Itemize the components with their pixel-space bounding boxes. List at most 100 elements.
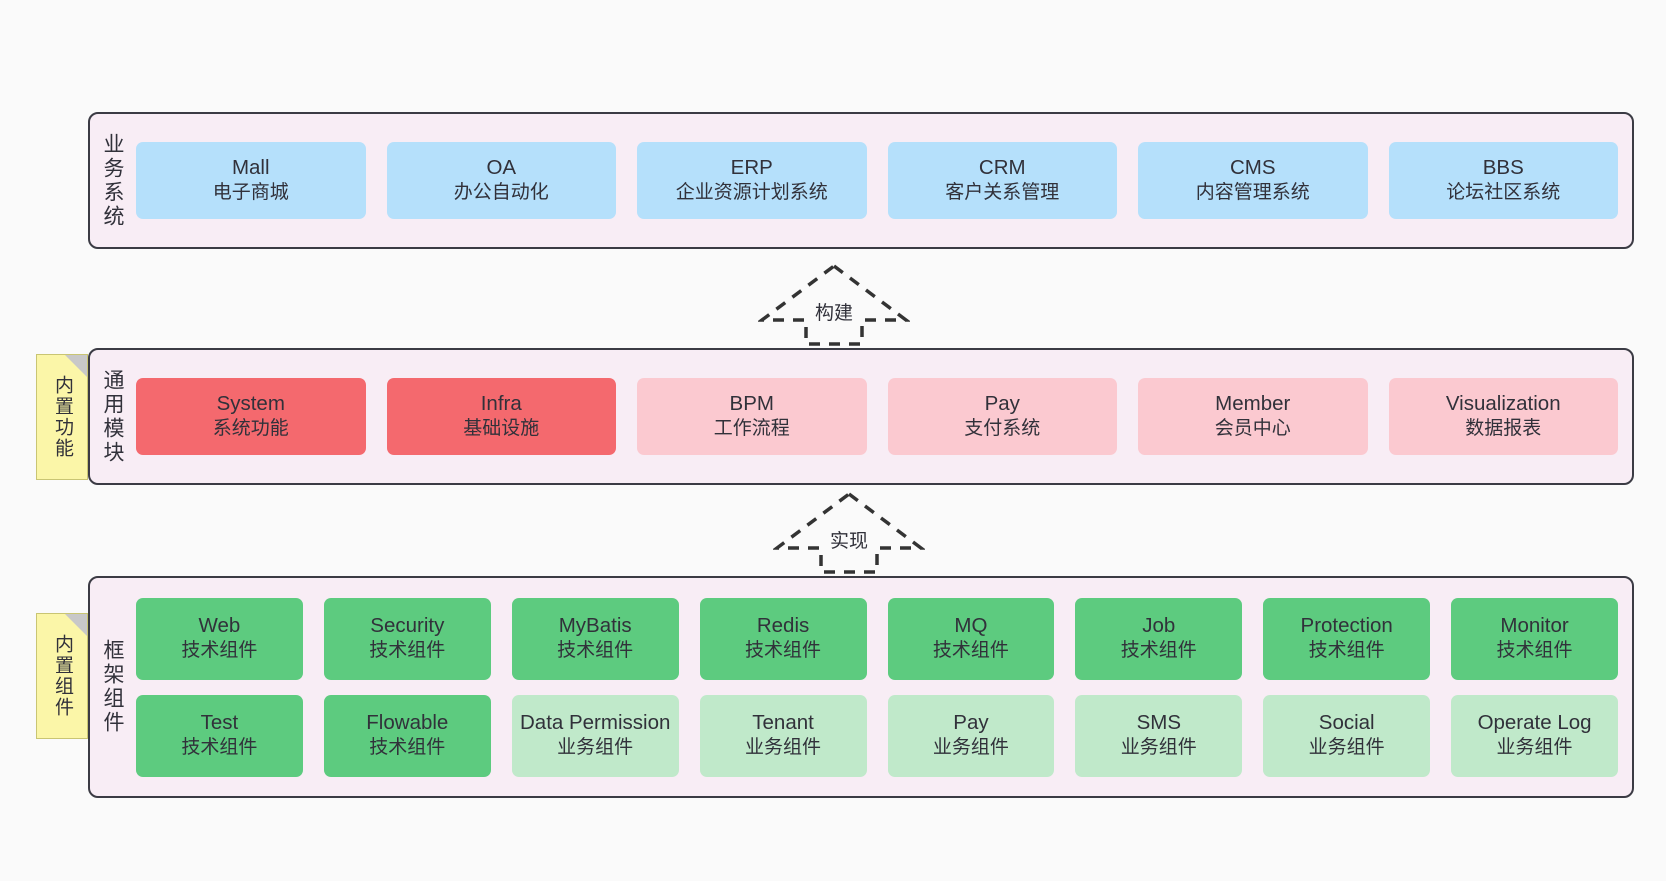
card-title-cn: 支付系统 [964, 418, 1041, 440]
card-title-en: Web [198, 614, 241, 638]
card-bpm[interactable]: BPM 工作流程 [637, 378, 867, 455]
card-member[interactable]: Member 会员中心 [1138, 378, 1368, 455]
note-builtin-function: 内置功能 [36, 354, 88, 480]
card-row: System 系统功能 Infra 基础设施 BPM 工作流程 Pay 支付系统… [136, 378, 1618, 455]
card-title-cn: 技术组件 [181, 640, 258, 662]
card-title-en: SMS [1136, 711, 1182, 735]
card-title-en: Member [1215, 392, 1291, 416]
card-title-en: ERP [730, 156, 773, 180]
card-oa[interactable]: OA 办公自动化 [386, 142, 616, 219]
layer-body-common-module: System 系统功能 Infra 基础设施 BPM 工作流程 Pay 支付系统… [134, 350, 1632, 483]
card-sms[interactable]: SMS 业务组件 [1075, 694, 1243, 777]
card-title-en: Monitor [1500, 614, 1569, 638]
card-title-cn: 业务组件 [1120, 737, 1197, 759]
card-title-cn: 技术组件 [932, 640, 1009, 662]
card-redis[interactable]: Redis 技术组件 [699, 597, 867, 680]
card-title-cn: 会员中心 [1214, 418, 1291, 440]
card-system[interactable]: System 系统功能 [136, 378, 366, 455]
card-title-cn: 客户关系管理 [945, 182, 1060, 204]
card-erp[interactable]: ERP 企业资源计划系统 [637, 142, 867, 219]
card-title-cn: 企业资源计划系统 [675, 182, 828, 204]
note-builtin-component: 内置组件 [36, 613, 88, 739]
card-title-cn: 技术组件 [1496, 640, 1573, 662]
card-title-cn: 技术组件 [745, 640, 822, 662]
card-security[interactable]: Security 技术组件 [323, 597, 491, 680]
connector-build-arrow: 构建 [758, 262, 910, 348]
card-title-cn: 基础设施 [463, 418, 540, 440]
card-title-cn: 业务组件 [1308, 737, 1385, 759]
card-title-cn: 业务组件 [745, 737, 822, 759]
card-mall[interactable]: Mall 电子商城 [136, 142, 366, 219]
card-title-en: Data Permission [519, 711, 671, 735]
card-row: Test 技术组件 Flowable 技术组件 Data Permission … [136, 694, 1618, 777]
card-infra[interactable]: Infra 基础设施 [386, 378, 616, 455]
card-protection[interactable]: Protection 技术组件 [1263, 597, 1431, 680]
card-title-cn: 技术组件 [1308, 640, 1385, 662]
card-title-en: Test [200, 711, 239, 735]
card-title-en: BPM [729, 392, 774, 416]
card-title-en: Security [370, 614, 445, 638]
card-mq[interactable]: MQ 技术组件 [887, 597, 1055, 680]
layer-title-business-system: 业务系统 [101, 132, 125, 229]
card-title-en: CRM [978, 156, 1026, 180]
card-social[interactable]: Social 业务组件 [1263, 694, 1431, 777]
layer-title-common-module: 通用模块 [101, 368, 125, 465]
card-title-en: Social [1318, 711, 1375, 735]
card-title-cn: 技术组件 [369, 640, 446, 662]
card-title-cn: 技术组件 [557, 640, 634, 662]
card-title-cn: 电子商城 [212, 182, 289, 204]
card-title-cn: 技术组件 [369, 737, 446, 759]
card-web[interactable]: Web 技术组件 [136, 597, 303, 680]
card-title-en: Job [1142, 614, 1176, 638]
card-title-cn: 系统功能 [212, 418, 289, 440]
card-title-cn: 办公自动化 [453, 182, 549, 204]
layer-body-framework-component: Web 技术组件 Security 技术组件 MyBatis 技术组件 Redi… [134, 578, 1632, 796]
card-title-cn: 技术组件 [1120, 640, 1197, 662]
card-visualization[interactable]: Visualization 数据报表 [1388, 378, 1618, 455]
note-label: 内置组件 [51, 634, 73, 718]
card-operate-log[interactable]: Operate Log 业务组件 [1451, 694, 1618, 777]
card-title-cn: 业务组件 [557, 737, 634, 759]
card-title-en: Visualization [1445, 392, 1561, 416]
note-fold-corner-icon [65, 614, 87, 636]
card-row: Mall 电子商城 OA 办公自动化 ERP 企业资源计划系统 CRM 客户关系… [136, 142, 1618, 219]
connector-build-label: 构建 [814, 303, 853, 324]
connector-implement-arrow: 实现 [773, 490, 925, 576]
card-test[interactable]: Test 技术组件 [136, 694, 303, 777]
card-data-permission[interactable]: Data Permission 业务组件 [511, 694, 679, 777]
layer-framework-component: 框架组件 Web 技术组件 Security 技术组件 MyBatis 技术组件… [88, 576, 1634, 798]
card-title-en: MQ [954, 614, 988, 638]
card-title-en: Infra [480, 392, 522, 416]
card-flowable[interactable]: Flowable 技术组件 [323, 694, 491, 777]
note-fold-corner-icon [65, 355, 87, 377]
card-job[interactable]: Job 技术组件 [1075, 597, 1243, 680]
card-title-cn: 数据报表 [1465, 418, 1542, 440]
card-title-cn: 业务组件 [1496, 737, 1573, 759]
card-title-en: Operate Log [1477, 711, 1592, 735]
card-mybatis[interactable]: MyBatis 技术组件 [511, 597, 679, 680]
card-title-en: OA [486, 156, 517, 180]
card-title-cn: 论坛社区系统 [1446, 182, 1561, 204]
card-crm[interactable]: CRM 客户关系管理 [887, 142, 1117, 219]
card-title-en: Flowable [366, 711, 449, 735]
card-monitor[interactable]: Monitor 技术组件 [1451, 597, 1618, 680]
card-bbs[interactable]: BBS 论坛社区系统 [1388, 142, 1618, 219]
card-pay-component[interactable]: Pay 业务组件 [887, 694, 1055, 777]
note-label: 内置功能 [51, 375, 73, 459]
card-title-cn: 工作流程 [713, 418, 790, 440]
layer-common-module: 通用模块 System 系统功能 Infra 基础设施 BPM 工作流程 Pay… [88, 348, 1634, 485]
card-pay-module[interactable]: Pay 支付系统 [887, 378, 1117, 455]
card-title-en: CMS [1229, 156, 1276, 180]
card-title-en: MyBatis [558, 614, 632, 638]
layer-business-system: 业务系统 Mall 电子商城 OA 办公自动化 ERP 企业资源计划系统 CRM… [88, 112, 1634, 249]
card-title-en: Mall [231, 156, 270, 180]
card-title-en: Redis [756, 614, 810, 638]
card-tenant[interactable]: Tenant 业务组件 [699, 694, 867, 777]
connector-implement-label: 实现 [829, 531, 868, 552]
layer-title-framework-component: 框架组件 [101, 639, 125, 735]
card-title-en: Protection [1300, 614, 1393, 638]
card-title-cn: 内容管理系统 [1195, 182, 1310, 204]
card-row: Web 技术组件 Security 技术组件 MyBatis 技术组件 Redi… [136, 597, 1618, 680]
card-cms[interactable]: CMS 内容管理系统 [1138, 142, 1368, 219]
